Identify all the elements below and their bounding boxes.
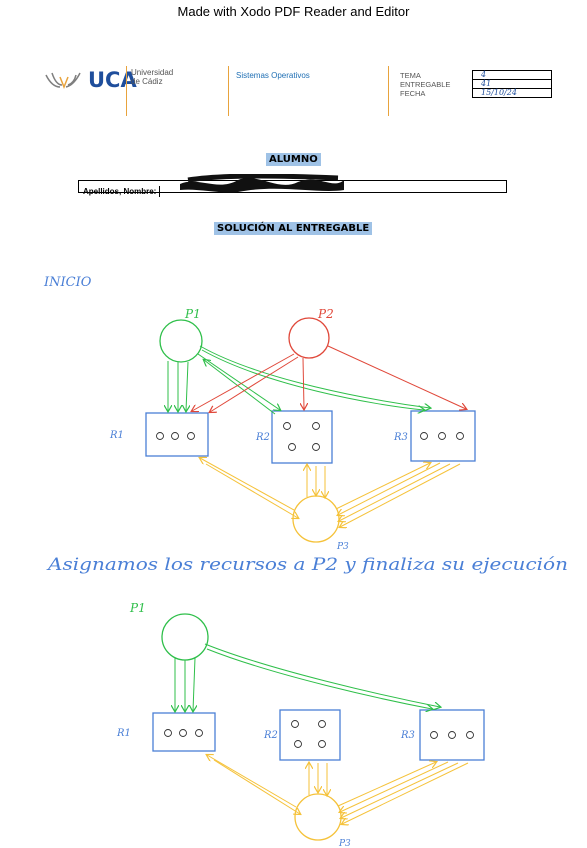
edge-r1-p3: [213, 759, 300, 814]
instance-dot: [156, 432, 164, 440]
instance-dot: [179, 729, 187, 737]
instance-dot: [187, 432, 195, 440]
divider: [126, 66, 127, 116]
edge-r3-p3: [340, 463, 461, 527]
process-p1-label: P1: [129, 601, 146, 615]
note-sentence: Asignamos los recursos a P2 y finaliza s…: [46, 555, 568, 575]
meta-values-box: 4 41 15/10/24: [472, 70, 552, 98]
instance-dot: [456, 432, 464, 440]
resource-r3-label: R3: [393, 432, 408, 443]
resource-r1-label: R1: [109, 430, 124, 441]
edge-p2-r3: [327, 345, 466, 409]
resource-r1-label: R1: [116, 728, 131, 739]
edge-r3-p3: [339, 463, 451, 521]
meta-value-entregable: 41: [473, 80, 551, 89]
edge-p2-r2: [303, 357, 304, 409]
instance-dot: [318, 740, 326, 748]
edge-p2-r1: [192, 353, 295, 411]
process-p2-node: [288, 317, 330, 359]
edge-r3-p3: [340, 761, 449, 812]
process-p3-node: [294, 793, 342, 841]
divider: [388, 66, 389, 116]
meta-value-tema: 4: [473, 71, 551, 80]
instance-dot: [171, 432, 179, 440]
instance-dot: [312, 422, 320, 430]
divider: [228, 66, 229, 116]
edge-p1-r3: [199, 345, 430, 408]
edge-p1-r3: [204, 643, 440, 707]
edge-p1-r1: [193, 657, 195, 711]
edge-p2-r1: [210, 356, 299, 412]
resource-r3-box: [419, 709, 485, 761]
solution-heading: SOLUCIÓN AL ENTREGABLE: [214, 222, 373, 235]
instance-dot: [420, 432, 428, 440]
process-p3-node: [292, 495, 340, 543]
university-line-2: de Cádiz: [131, 77, 163, 86]
note-inicio: INICIO: [43, 275, 92, 290]
resource-r2-label: R2: [263, 730, 278, 741]
process-p1-node: [161, 613, 209, 661]
redaction-scribble: [180, 174, 344, 193]
name-label: Apellidos, Nombre:: [79, 186, 161, 197]
instance-dot: [164, 729, 172, 737]
process-p3-label: P3: [338, 839, 351, 848]
edge-p1-r3: [201, 349, 424, 410]
diagram-1: P1 P2 P3 R1 R2 R3: [109, 307, 476, 552]
resource-r1-box: [145, 412, 209, 457]
meta-label-entregable: ENTREGABLE: [400, 80, 451, 89]
logo-emblem-icon: [45, 72, 81, 89]
meta-labels: TEMA ENTREGABLE FECHA: [400, 71, 450, 98]
edge-p3-r3: [337, 762, 436, 807]
instance-dot: [312, 443, 320, 451]
edge-r1-p3: [205, 463, 298, 518]
edge-r3-p3: [341, 762, 459, 818]
logo-text: UCA: [88, 68, 137, 92]
instance-dot: [448, 731, 456, 739]
course-name: Sistemas Operativos: [236, 71, 310, 80]
instance-dot: [291, 720, 299, 728]
edge-p3-r1: [207, 755, 297, 808]
instance-dot: [294, 740, 302, 748]
edge-r3-p3: [338, 462, 441, 515]
instance-dot: [195, 729, 203, 737]
resource-r3-box: [410, 410, 476, 462]
meta-label-fecha: FECHA: [400, 89, 426, 98]
edge-p3-r1: [200, 458, 295, 511]
student-heading: ALUMNO: [266, 153, 321, 166]
resource-r2-label: R2: [255, 432, 270, 443]
edge-p1-r1: [186, 361, 188, 411]
instance-dot: [288, 443, 296, 451]
edge-r2-p1: [204, 360, 276, 415]
process-p1-node: [159, 319, 203, 363]
resource-r2-box: [279, 709, 341, 761]
resource-r1-box: [152, 712, 216, 752]
instance-dot: [318, 720, 326, 728]
instance-dot: [430, 731, 438, 739]
edge-r3-p3: [342, 762, 469, 824]
resource-r2-box: [271, 410, 333, 464]
diagram-2: P1 P3 R1 R2 R3: [116, 601, 485, 848]
name-field: Apellidos, Nombre:: [78, 180, 507, 197]
edge-p1-r3: [206, 648, 432, 709]
instance-dot: [466, 731, 474, 739]
uca-logo: UCA: [44, 68, 137, 92]
meta-label-tema: TEMA: [400, 71, 421, 80]
university-name: Universidad de Cádiz: [131, 68, 173, 86]
process-p1-label: P1: [184, 307, 201, 321]
instance-dot: [438, 432, 446, 440]
edge-p3-r3: [335, 463, 430, 510]
meta-value-fecha: 15/10/24: [481, 88, 517, 97]
resource-r3-label: R3: [400, 730, 415, 741]
process-p3-label: P3: [336, 542, 349, 552]
watermark: Made with Xodo PDF Reader and Editor: [177, 4, 410, 19]
instance-dot: [283, 422, 291, 430]
edge-p1-r2: [197, 353, 280, 410]
process-p2-label: P2: [317, 307, 334, 321]
university-line-1: Universidad: [131, 68, 174, 77]
